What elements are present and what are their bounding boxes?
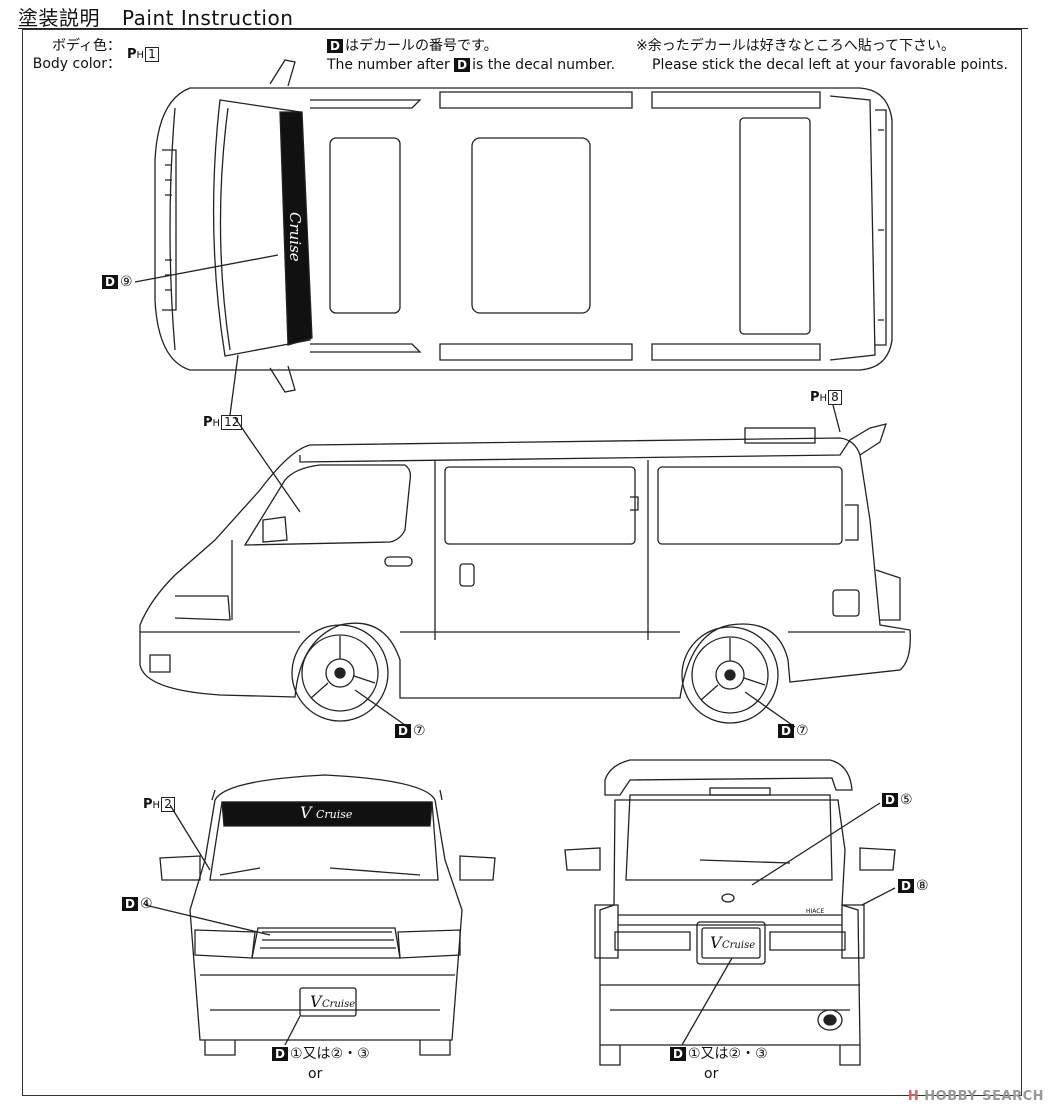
rear-view-drawing [564, 759, 896, 1066]
side-view-drawing [139, 404, 911, 728]
rear-plate-or-label: or [704, 1066, 719, 1082]
title-en: Paint Instruction [122, 6, 294, 30]
front-windshield-model: Cruise [316, 808, 353, 821]
body-color-label-en: Body color： [32, 56, 121, 72]
title-jp: 塗装説明 [18, 6, 100, 30]
decal-icon: D [454, 58, 471, 72]
rear-plate-logo: V [710, 933, 723, 952]
extra-decal-note-en: Please stick the decal left at your favo… [652, 57, 1008, 73]
top-view-drawing [134, 59, 893, 416]
front-plate-logo: V [310, 992, 323, 1011]
extra-decal-note-jp: ※余ったデカールは好きなところへ貼って下さい。 [636, 38, 956, 54]
front-windshield-logo: V [300, 803, 313, 822]
rear-model-badge: HIACE [806, 908, 824, 915]
watermark: H HOBBY SEARCH [907, 1089, 1044, 1104]
front-plate-model: Cruise [322, 999, 355, 1010]
top-windshield-logo: Cruise [286, 212, 304, 262]
front-view-drawing [144, 774, 496, 1056]
rear-plate-model: Cruise [722, 940, 755, 951]
front-plate-or-label: or [308, 1066, 323, 1082]
header-divider [18, 28, 1028, 29]
watermark-icon: H [907, 1089, 920, 1104]
body-color-label-jp: ボディ色： [51, 38, 121, 54]
decal-icon: D [327, 39, 343, 53]
page-title: 塗装説明 Paint Instruction [18, 2, 293, 31]
instruction-frame [22, 29, 1022, 1096]
